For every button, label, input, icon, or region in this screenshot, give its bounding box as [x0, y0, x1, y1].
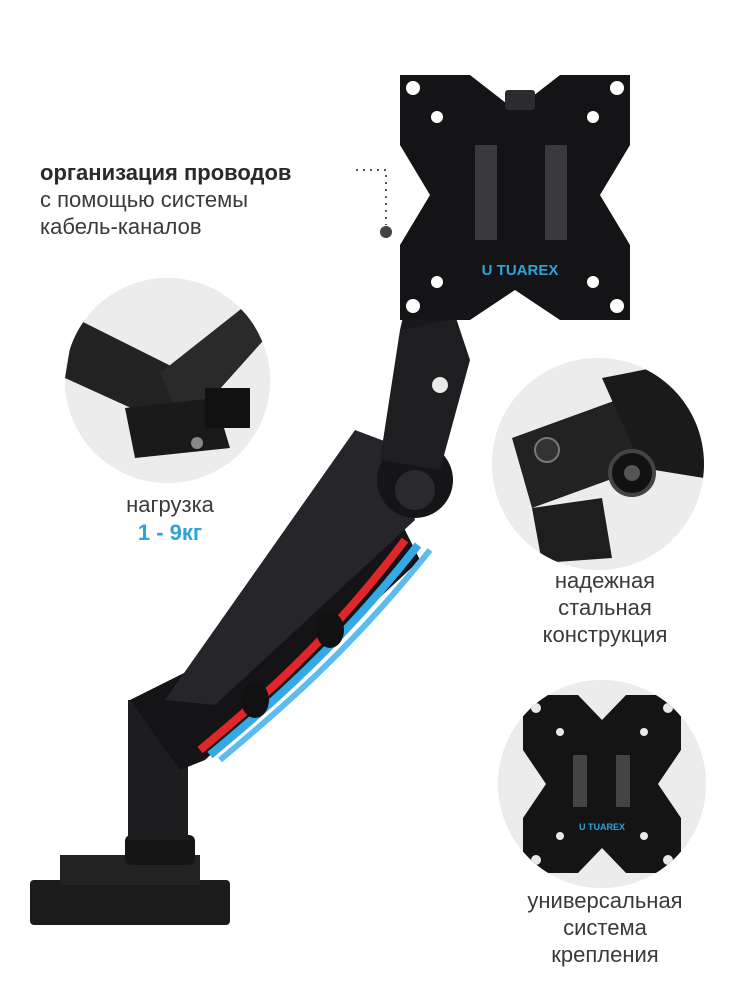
- cable-callout-line2: с помощью системы: [40, 187, 249, 212]
- upper-arm: [380, 300, 470, 470]
- steel-illustration: [492, 358, 704, 570]
- load-value: 1 - 9кг: [137, 520, 203, 545]
- vesa-plate: [400, 75, 630, 320]
- clamp-base: [30, 880, 230, 925]
- mount-line1: универсальная: [527, 888, 683, 913]
- load-label: нагрузка: [126, 492, 214, 517]
- red-cable: [197, 537, 409, 754]
- steel-line2: стальная: [558, 595, 652, 620]
- cable-callout-title: организация проводов: [40, 160, 292, 185]
- steel-detail-photo: [492, 358, 704, 570]
- mount-line2: система: [563, 915, 647, 940]
- mount-line3: крепления: [551, 942, 659, 967]
- vesa-small-logo: U TUAREX: [579, 822, 625, 832]
- vesa-detail-photo: U TUAREX: [498, 680, 706, 888]
- steel-line3: конструкция: [542, 622, 668, 647]
- cable-callout-line3: кабель-каналов: [40, 214, 202, 239]
- steel-line1: надежная: [554, 568, 656, 593]
- brand-logo: U TUAREX: [482, 262, 559, 279]
- joint-detail-photo: [65, 278, 270, 483]
- blue-cable: [207, 542, 422, 759]
- joint-illustration: [65, 278, 270, 483]
- vesa-plate-small: U TUAREX: [498, 680, 706, 888]
